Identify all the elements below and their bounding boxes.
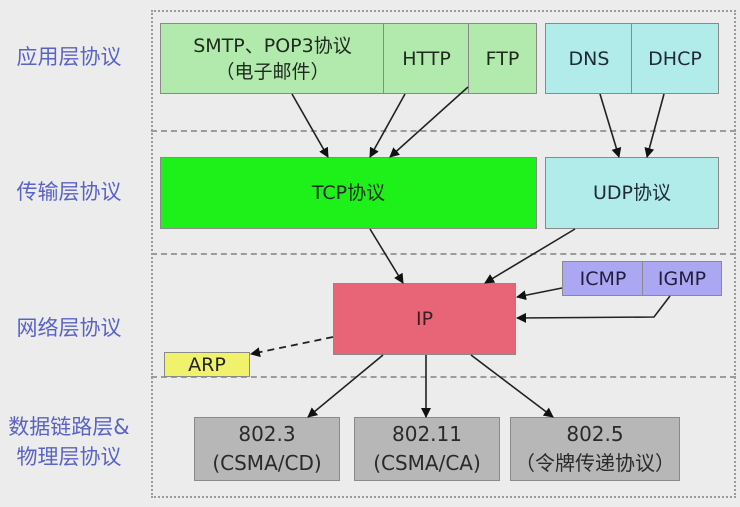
layer-divider-transport-network <box>151 253 736 255</box>
node-icmp-label: ICMP <box>579 267 627 290</box>
node-arp-label: ARP <box>188 353 226 376</box>
layer-label-link-physical: 数据链路层& 物理层协议 <box>0 412 144 472</box>
layer-label-link-line1: 数据链路层& <box>8 415 130 439</box>
node-802-11: 802.11 (CSMA/CA) <box>354 417 500 481</box>
node-arp: ARP <box>164 352 250 377</box>
node-smtp-line2: （电子邮件） <box>215 60 330 83</box>
node-802-5-line1: 802.5 <box>566 422 624 446</box>
layer-label-application: 应用层协议 <box>16 45 122 69</box>
node-dhcp: DHCP <box>631 23 719 94</box>
node-http-label: HTTP <box>402 47 451 70</box>
layer-label-network: 网络层协议 <box>16 316 122 340</box>
node-dns-label: DNS <box>568 47 610 70</box>
node-udp-label: UDP协议 <box>593 182 671 204</box>
node-ip: IP <box>333 283 516 355</box>
layer-divider-network-link <box>151 376 736 378</box>
node-udp: UDP协议 <box>545 157 719 229</box>
node-smtp-line1: SMTP、POP3协议 <box>193 34 352 57</box>
node-igmp: IGMP <box>642 261 722 296</box>
node-smtp-pop3: SMTP、POP3协议 （电子邮件） <box>160 23 385 94</box>
node-802-3: 802.3 (CSMA/CD) <box>194 417 340 481</box>
node-802-11-line1: 802.11 <box>392 422 462 446</box>
node-dhcp-label: DHCP <box>648 47 702 70</box>
node-802-5: 802.5 （令牌传递协议） <box>510 417 680 481</box>
layer-label-link-line2: 物理层协议 <box>16 445 122 469</box>
node-icmp: ICMP <box>562 261 644 296</box>
node-ftp-label: FTP <box>485 47 520 70</box>
node-802-11-line2: (CSMA/CA) <box>373 451 481 475</box>
node-igmp-label: IGMP <box>657 267 707 290</box>
node-802-3-line1: 802.3 <box>238 422 296 446</box>
node-http: HTTP <box>383 23 470 94</box>
layer-divider-app-transport <box>151 130 736 132</box>
node-802-5-line2: （令牌传递协议） <box>515 451 675 475</box>
node-ftp: FTP <box>468 23 537 94</box>
node-dns: DNS <box>545 23 633 94</box>
node-tcp-label: TCP协议 <box>311 182 386 204</box>
layer-label-transport: 传输层协议 <box>16 180 122 204</box>
node-802-3-line2: (CSMA/CD) <box>212 451 322 475</box>
node-tcp: TCP协议 <box>160 157 537 229</box>
node-ip-label: IP <box>415 308 434 330</box>
